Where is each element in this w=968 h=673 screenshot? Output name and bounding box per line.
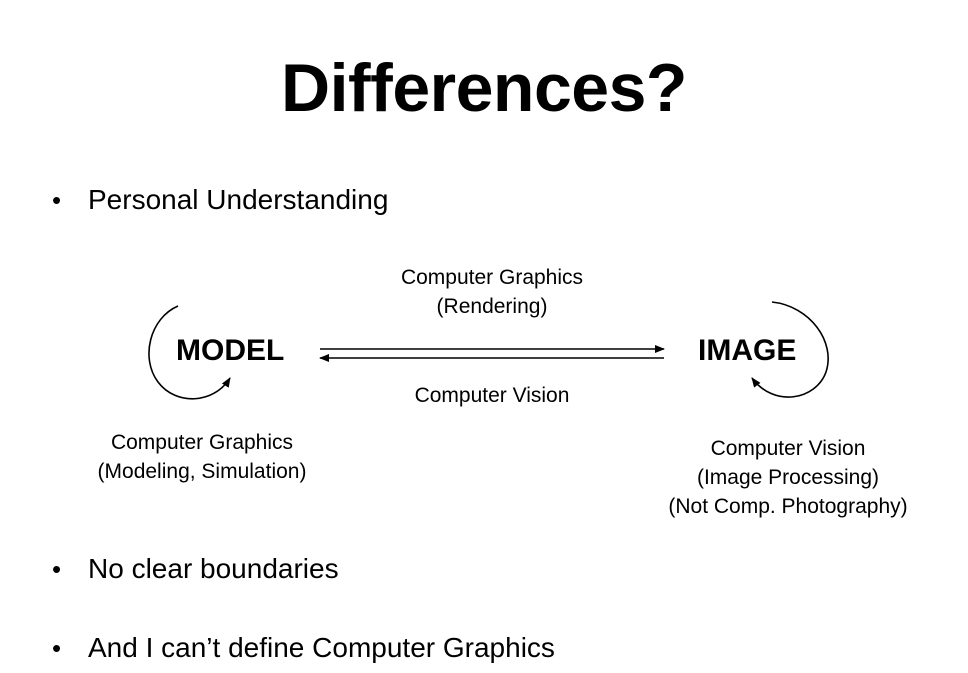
image-loop-label: Computer Vision (Image Processing) (Not … [628,434,948,521]
forward-edge-line2: (Rendering) [436,295,548,318]
backward-edge-line1: Computer Vision [414,384,570,407]
bullet-text: Personal Understanding [88,184,389,215]
bullet-dot: • [52,633,62,663]
backward-edge-label: Computer Vision [352,381,632,410]
bullet-text: And I can’t define Computer Graphics [88,632,555,663]
forward-edge-label: Computer Graphics (Rendering) [352,263,632,321]
bullet-item: • And I can’t define Computer Graphics [52,630,555,666]
bullet-dot: • [52,554,62,584]
image-loop-line3: (Not Comp. Photography) [668,495,908,518]
model-loop-arrow [148,305,231,400]
model-node: MODEL [176,334,285,367]
image-loop-line2: (Image Processing) [696,466,880,489]
bullet-item: • No clear boundaries [52,551,339,587]
model-loop-line2: (Modeling, Simulation) [97,460,307,483]
model-loop-label: Computer Graphics (Modeling, Simulation) [62,428,342,486]
bullet-item: • Personal Understanding [52,182,388,218]
image-node: IMAGE [698,334,797,367]
bullet-dot: • [52,185,62,215]
slide-title: Differences? [281,50,687,126]
image-loop-line1: Computer Vision [710,437,866,460]
forward-edge-line1: Computer Graphics [400,266,584,289]
model-loop-line1: Computer Graphics [110,431,294,454]
image-loop-arrow [751,301,829,398]
bullet-text: No clear boundaries [88,553,339,584]
